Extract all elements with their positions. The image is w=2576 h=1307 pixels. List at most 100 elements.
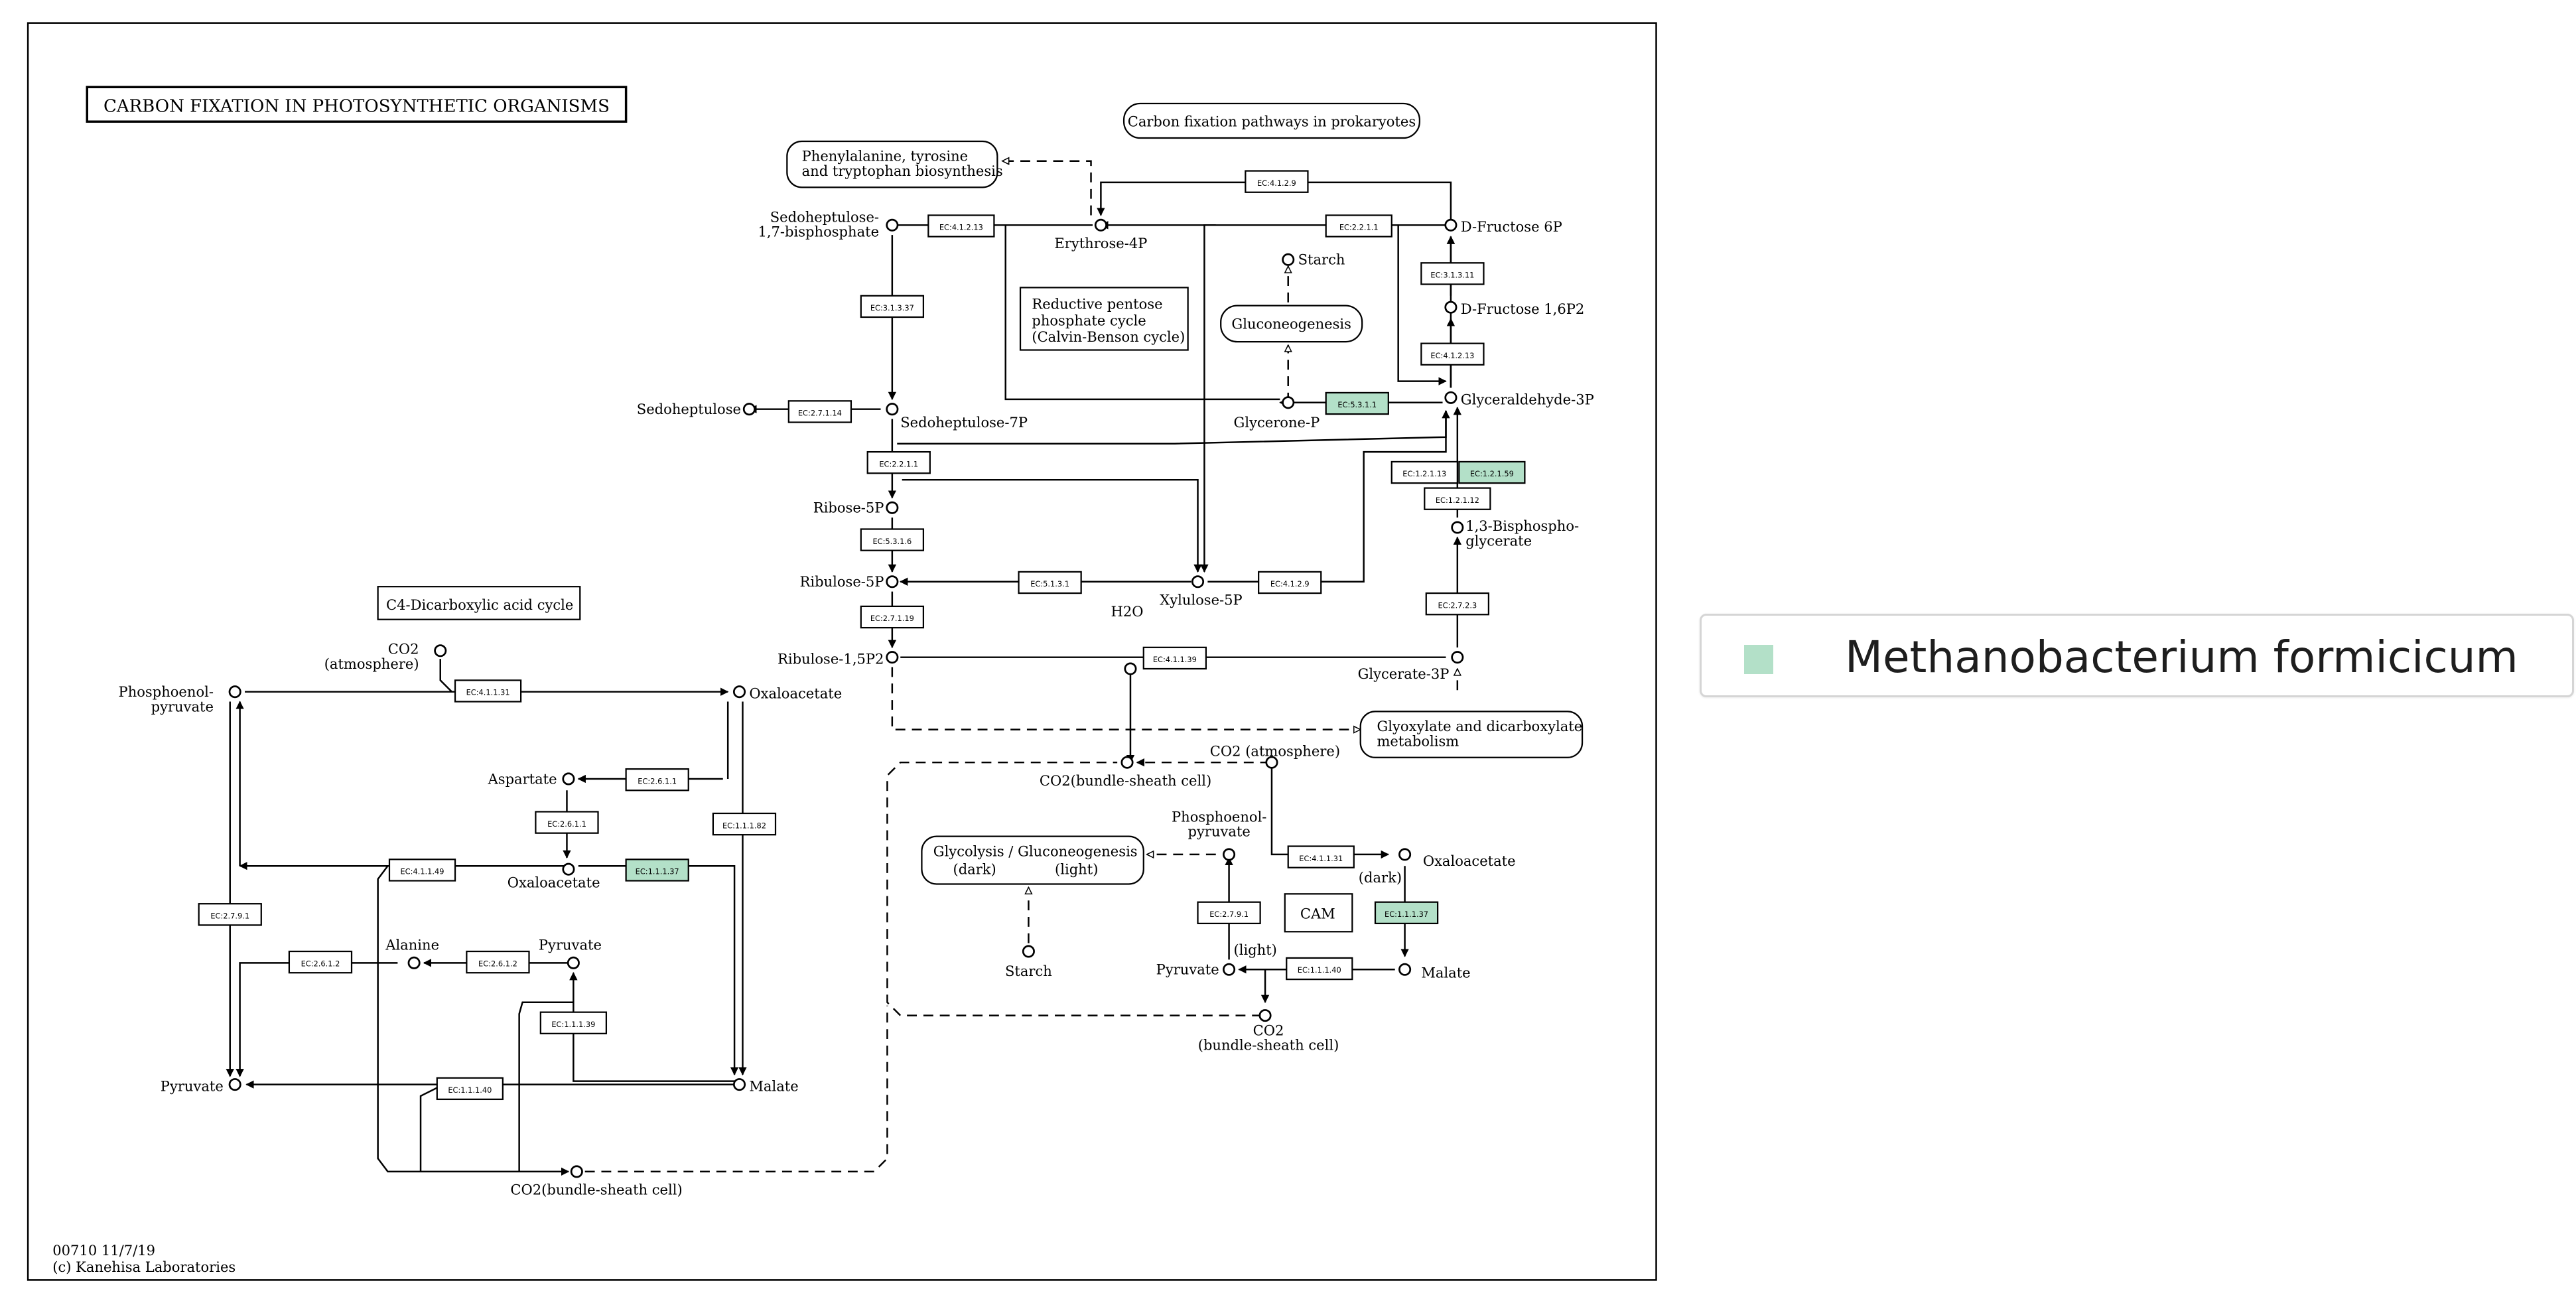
compound-label[interactable]: Oxaloacetate [508, 874, 600, 890]
compound-label[interactable]: Oxaloacetate [1423, 853, 1516, 869]
enzyme-box[interactable]: EC:4.1.1.31 [1287, 845, 1355, 868]
enzyme-box-rect[interactable] [712, 812, 777, 836]
enzyme-box-rect[interactable] [535, 811, 599, 834]
enzyme-box-rect[interactable] [466, 950, 530, 974]
enzyme-label[interactable]: EC:4.1.2.9 [1270, 579, 1310, 588]
enzyme-box[interactable]: EC:4.1.2.9 [1258, 571, 1322, 594]
enzyme-label[interactable]: EC:1.1.1.37 [636, 867, 679, 876]
enzyme-label[interactable]: EC:1.1.1.40 [448, 1085, 492, 1095]
enzyme-box-rect[interactable] [1287, 845, 1355, 868]
enzyme-box[interactable]: EC:1.2.1.12 [1424, 487, 1491, 510]
enzyme-box-rect[interactable] [1420, 262, 1485, 285]
compound-label[interactable]: D-Fructose 6P [1461, 218, 1562, 235]
compound-label[interactable]: Glycerone-P [1234, 414, 1320, 431]
enzyme-label[interactable]: EC:5.3.1.6 [872, 537, 912, 546]
enzyme-label[interactable]: EC:1.1.1.40 [1298, 965, 1341, 975]
enzyme-label[interactable]: EC:2.2.1.1 [879, 459, 918, 468]
enzyme-label[interactable]: EC:2.6.1.1 [638, 776, 677, 786]
enzyme-box-rect[interactable] [866, 450, 931, 474]
enzyme-box-rect[interactable] [388, 859, 456, 882]
enzyme-box[interactable]: EC:1.1.1.39 [539, 1011, 608, 1034]
enzyme-label[interactable]: EC:4.1.1.39 [1153, 655, 1197, 664]
compound-label[interactable]: CO2(bundle-sheath cell) [1040, 772, 1211, 789]
pathway-box[interactable] [1122, 102, 1420, 139]
enzyme-box-highlighted[interactable] [625, 859, 689, 882]
enzyme-label[interactable]: EC:4.1.1.49 [401, 867, 444, 876]
pathway-box[interactable] [1359, 711, 1584, 758]
enzyme-box[interactable]: EC:2.2.1.1 [866, 450, 931, 474]
compound-label[interactable]: Glycerate-3P [1358, 665, 1450, 682]
enzyme-label[interactable]: EC:2.6.1.2 [478, 959, 517, 968]
compound-label[interactable]: Erythrose-4P [1054, 235, 1147, 251]
enzyme-box-highlighted[interactable] [1374, 901, 1439, 925]
enzyme-box-highlighted[interactable] [1325, 391, 1389, 415]
enzyme-box[interactable]: EC:4.1.1.39 [1142, 646, 1207, 670]
compound-label[interactable]: Glyceraldehyde-3P [1461, 391, 1594, 407]
compound-label[interactable]: Pyruvate [1156, 961, 1219, 978]
compound-label[interactable]: Malate [1421, 965, 1470, 981]
enzyme-label[interactable]: EC:3.1.3.37 [870, 303, 914, 312]
enzyme-box[interactable]: EC:4.1.2.9 [1245, 170, 1309, 193]
enzyme-label[interactable]: EC:2.6.1.1 [547, 819, 586, 829]
enzyme-box[interactable]: EC:4.1.1.49 [388, 859, 456, 882]
enzyme-label[interactable]: EC:1.1.1.39 [551, 1020, 595, 1029]
enzyme-box-rect[interactable] [1420, 342, 1485, 366]
compound-label[interactable]: CO2(bundle-sheath cell) [510, 1182, 682, 1198]
compound-label[interactable]: Starch [1005, 963, 1052, 979]
enzyme-label[interactable]: EC:1.1.1.82 [722, 821, 766, 830]
enzyme-box-rect[interactable] [539, 1011, 608, 1034]
enzyme-label[interactable]: EC:1.2.1.12 [1436, 496, 1479, 505]
enzyme-box-rect[interactable] [1325, 214, 1392, 238]
compound-label[interactable]: Alanine [385, 937, 439, 953]
enzyme-box[interactable]: EC:4.1.2.13 [1420, 342, 1485, 366]
enzyme-box[interactable]: EC:3.1.3.11 [1420, 262, 1485, 285]
enzyme-label[interactable]: EC:2.2.1.1 [1339, 223, 1379, 232]
enzyme-box[interactable]: EC:2.7.2.3 [1425, 592, 1490, 616]
enzyme-label[interactable]: EC:2.7.1.14 [798, 409, 842, 418]
enzyme-box[interactable]: EC:2.6.1.2 [288, 950, 353, 974]
enzyme-box-rect[interactable] [860, 528, 925, 551]
enzyme-label[interactable]: EC:2.7.1.19 [870, 614, 914, 623]
enzyme-label[interactable]: EC:4.1.1.31 [466, 688, 510, 697]
enzyme-box[interactable]: EC:1.1.1.37 [1374, 901, 1439, 925]
enzyme-label[interactable]: EC:4.1.2.13 [1430, 351, 1474, 360]
enzyme-box[interactable]: EC:4.1.2.13 [927, 214, 995, 238]
enzyme-box-rect[interactable] [1390, 460, 1458, 484]
enzyme-box-rect[interactable] [927, 214, 995, 238]
enzyme-box[interactable]: EC:1.1.1.37 [625, 859, 689, 882]
pathway-box[interactable] [1220, 305, 1363, 343]
enzyme-label[interactable]: EC:5.3.1.1 [1337, 400, 1377, 409]
compound-label[interactable]: Phosphoenol-pyruvate [119, 683, 214, 715]
enzyme-box[interactable]: EC:1.2.1.13 [1390, 460, 1458, 484]
enzyme-label[interactable]: EC:4.1.1.31 [1299, 854, 1343, 863]
enzyme-box-rect[interactable] [454, 679, 522, 703]
enzyme-label[interactable]: EC:1.2.1.13 [1402, 469, 1446, 478]
enzyme-box-rect[interactable] [1425, 592, 1490, 616]
pathway-label[interactable]: Carbon fixation pathways in prokaryotes [1128, 113, 1416, 130]
enzyme-box[interactable]: EC:1.2.1.59 [1458, 460, 1526, 484]
enzyme-box-rect[interactable] [1245, 170, 1309, 193]
enzyme-box-rect[interactable] [288, 950, 353, 974]
pathway-box[interactable] [786, 140, 998, 188]
enzyme-box-rect[interactable] [787, 400, 852, 423]
compound-label[interactable]: Ribulose-1,5P2 [778, 651, 884, 667]
enzyme-box[interactable]: EC:3.1.3.37 [860, 295, 925, 318]
compound-label[interactable]: Sedoheptulose [637, 401, 741, 417]
compound-label[interactable]: (dark) [1359, 869, 1402, 886]
enzyme-label[interactable]: EC:4.1.2.13 [939, 223, 983, 232]
enzyme-box[interactable]: EC:2.2.1.1 [1325, 214, 1392, 238]
enzyme-box-rect[interactable] [1258, 571, 1322, 594]
compound-label[interactable]: (light) [1234, 941, 1277, 958]
compound-label[interactable]: H2O [1111, 603, 1144, 620]
enzyme-box-rect[interactable] [198, 903, 262, 926]
enzyme-box-rect[interactable] [436, 1077, 504, 1101]
enzyme-box-rect[interactable] [1018, 571, 1082, 594]
pathway-label[interactable]: Glycolysis / Gluconeogenesis [933, 843, 1138, 859]
enzyme-box[interactable]: EC:2.6.1.1 [625, 768, 689, 791]
enzyme-box-rect[interactable] [1197, 901, 1261, 925]
compound-label[interactable]: Xylulose-5P [1160, 591, 1242, 608]
compound-label[interactable]: CO2(atmosphere) [324, 641, 419, 672]
compound-label[interactable]: Starch [1298, 251, 1345, 268]
enzyme-label[interactable]: EC:5.1.3.1 [1030, 579, 1069, 588]
